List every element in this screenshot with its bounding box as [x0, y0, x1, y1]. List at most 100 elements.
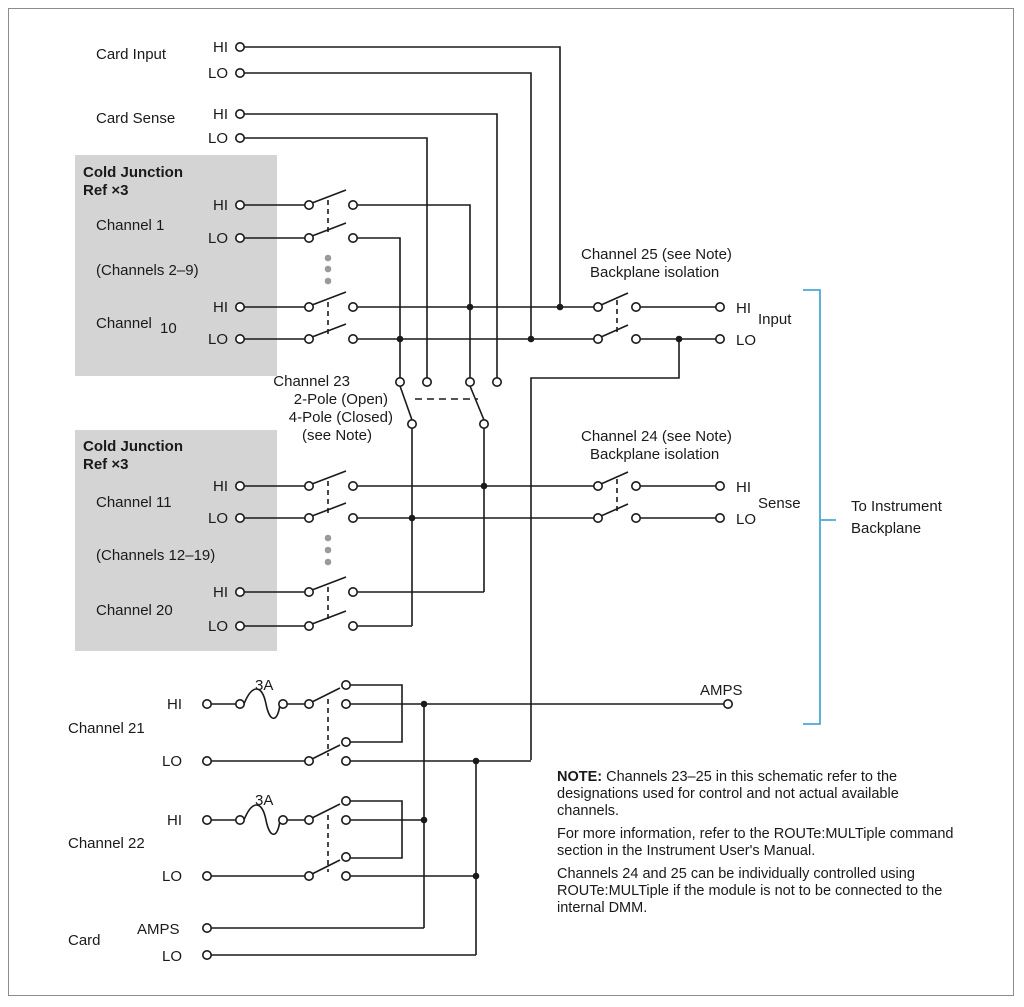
ch21-lo-label: LO	[162, 753, 182, 770]
note-heading: NOTE:	[557, 769, 603, 785]
ch11-lo-label: LO	[208, 510, 228, 527]
ch23-blade-2	[469, 385, 485, 421]
ch1-hi-out-terminal	[347, 200, 358, 211]
ch20-lo-blade	[311, 610, 347, 625]
ch25-lo-blade	[600, 324, 629, 338]
ch23-terminal-d	[491, 376, 502, 387]
card-input-hi-terminal	[235, 41, 246, 52]
channel-21-label: Channel 21	[68, 720, 145, 737]
channel-25-isolation-label: Backplane isolation	[590, 264, 719, 281]
input-hi-out-label: HI	[736, 300, 751, 317]
ch11-lo-pivot	[303, 512, 314, 523]
amps-out-terminal	[722, 698, 733, 709]
channel-20-label: Channel 20	[96, 602, 173, 619]
ch22-lo-upper-terminal	[340, 851, 351, 862]
channel-10-number: 10	[160, 320, 177, 337]
ch10-hi-pivot	[303, 301, 314, 312]
channel-10-label: Channel	[96, 315, 152, 332]
ch1-lo-pivot	[303, 233, 314, 244]
ch22-hi-upper-terminal	[340, 795, 351, 806]
junction-dot	[420, 816, 428, 824]
ch10-lo-out-terminal	[347, 333, 358, 344]
junction-dot	[408, 514, 416, 522]
card-input-hi-wire	[244, 46, 561, 307]
amps-output-label: AMPS	[700, 682, 743, 699]
card-input-lo-terminal	[235, 68, 246, 79]
input-label: Input	[758, 311, 792, 328]
cold-junction-label-1: Cold Junction	[83, 164, 183, 181]
ch23-pivot-1	[406, 418, 417, 429]
ch1-hi-label: HI	[213, 197, 228, 214]
channel-23-4pole-label: 4-Pole (Closed)	[289, 409, 393, 426]
card-sense-lo-label: LO	[208, 130, 228, 147]
ch22-fuse-out	[277, 814, 288, 825]
ch20-hi-pivot	[303, 586, 314, 597]
card-sense-hi-label: HI	[213, 106, 228, 123]
ch11-lo-in-terminal	[235, 512, 246, 523]
sense-hi-out-label: HI	[736, 479, 751, 496]
ch23-terminal-a	[394, 376, 405, 387]
junction-dot	[472, 872, 480, 880]
ch25-hi-pivot	[592, 301, 603, 312]
card-input-hi-label: HI	[213, 39, 228, 56]
backplane-label: Backplane	[851, 520, 921, 537]
ch1-lo-out-terminal	[347, 233, 358, 244]
channels-12-19-label: (Channels 12–19)	[96, 547, 215, 564]
cold-junction-ref-label-2: Ref ×3	[83, 456, 128, 473]
ch21-hi-blade	[311, 687, 341, 703]
junction-dot	[472, 757, 480, 765]
ellipsis-dot	[324, 277, 332, 285]
ch22-lo-lower-terminal	[340, 870, 351, 881]
card-sense-hi-terminal	[235, 109, 246, 120]
channel-24-label: Channel 24 (see Note)	[581, 428, 732, 445]
ch1-hi-bus	[357, 204, 471, 378]
ch22-hi-terminal	[202, 814, 213, 825]
ch11-hi-pivot	[303, 480, 314, 491]
ch25-hi-blade	[600, 292, 629, 306]
ch1-hi-pivot	[303, 200, 314, 211]
sense-lo-out-terminal	[714, 512, 725, 523]
ch20-hi-blade	[311, 576, 347, 591]
ch22-lo-label: LO	[162, 868, 182, 885]
ch10-hi-blade	[311, 291, 347, 306]
channels-2-9-label: (Channels 2–9)	[96, 262, 199, 279]
card-input-lo-wire	[244, 72, 532, 339]
ch20-lo-out-terminal	[347, 620, 358, 631]
ch24-hi-blade	[600, 471, 629, 485]
diagram-frame	[8, 8, 1014, 996]
card-amps-terminal	[202, 922, 213, 933]
ch10-lo-in-terminal	[235, 333, 246, 344]
note-paragraph-1: NOTE: Channels 23–25 in this schematic r…	[557, 769, 957, 820]
ch21-hi-terminal	[202, 698, 213, 709]
ch1-hi-in-terminal	[235, 200, 246, 211]
ch21-lo-terminal	[202, 755, 213, 766]
ch25-lo-terminal	[630, 333, 641, 344]
fuse-label-ch21: 3A	[255, 677, 273, 694]
ch25-hi-terminal	[630, 301, 641, 312]
junction-dot	[396, 335, 404, 343]
channel-23-label: Channel 23	[273, 373, 350, 390]
junction-dot	[675, 335, 683, 343]
ch1-lo-blade	[311, 222, 347, 237]
ch11-lo-out-terminal	[347, 512, 358, 523]
junction-dot	[480, 482, 488, 490]
input-hi-out-terminal	[714, 301, 725, 312]
channel-1-label: Channel 1	[96, 217, 164, 234]
ch20-hi-out-terminal	[347, 586, 358, 597]
ch1-lo-bus	[357, 237, 401, 378]
note-paragraph-3: Channels 24 and 25 can be individually c…	[557, 866, 943, 916]
ch21-hi-lower-terminal	[340, 698, 351, 709]
ch22-lo-terminal	[202, 870, 213, 881]
ch21-lo-blade	[311, 744, 341, 760]
ellipsis-dot	[324, 265, 332, 273]
ch21-lo-pivot	[303, 755, 314, 766]
note-block: NOTE: Channels 23–25 in this schematic r…	[557, 769, 957, 923]
ch25-lo-pivot	[592, 333, 603, 344]
ch22-fuse-in	[235, 814, 246, 825]
ch22-lo-pivot	[303, 870, 314, 881]
card-amps-label: AMPS	[137, 921, 180, 938]
ch21-fuse-in	[235, 698, 246, 709]
card-input-lo-label: LO	[208, 65, 228, 82]
ch23-pivot-2	[478, 418, 489, 429]
